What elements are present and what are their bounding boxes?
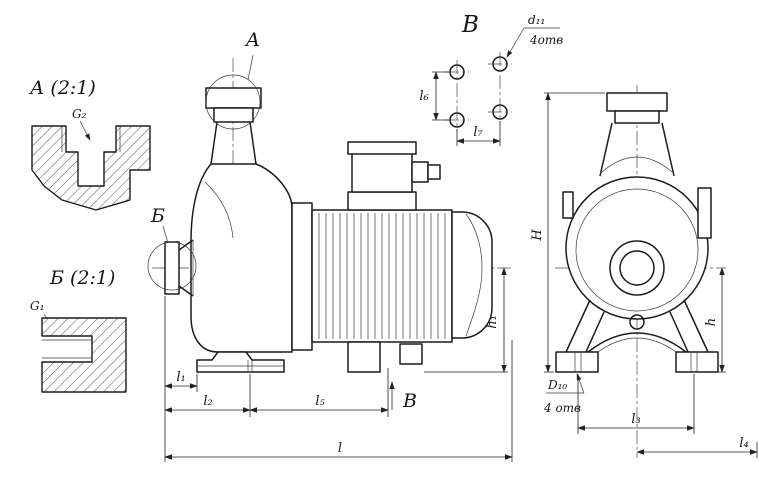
dim-l-label: l xyxy=(338,441,342,456)
dim-h1-label: h₁ xyxy=(485,315,500,329)
dim-l7-label: l₇ xyxy=(473,125,483,140)
detail-a-view: А (2:1) G₂ xyxy=(28,77,151,211)
suction-flange xyxy=(164,241,180,295)
pump-foot xyxy=(196,351,285,373)
view-v-title: В xyxy=(461,12,479,38)
front-side-lug xyxy=(697,187,712,239)
detail-a-thread-lines xyxy=(61,126,121,152)
dim-H-label: H xyxy=(530,229,545,242)
callout-a-label: А xyxy=(244,29,260,51)
callout-a-leader xyxy=(247,54,254,81)
hole-dia-label: d₁₁ xyxy=(528,13,545,27)
callout-b-label: Б xyxy=(150,205,165,227)
detail-a-title: А (2:1) xyxy=(28,77,96,99)
hole-note-leader xyxy=(506,27,525,58)
terminal-box xyxy=(351,151,413,193)
side-view-dimensions: l₁ l₂ l₅ l h₁ В xyxy=(164,267,513,462)
motor-foot xyxy=(347,341,381,373)
foot-bolt-holes xyxy=(574,352,698,372)
suction-eye-outer xyxy=(609,240,665,296)
front-view-dimensions: H h D₁₀ 4 отв l₃ l₄ xyxy=(530,92,758,458)
callout-b-circle xyxy=(147,241,197,291)
callout-b-leader xyxy=(162,225,169,244)
dim-l2-label: l₂ xyxy=(203,394,212,409)
discharge-pipe xyxy=(210,121,257,165)
suction-cone xyxy=(178,239,194,297)
cable-gland xyxy=(411,161,429,183)
front-volute-inner-line xyxy=(575,188,699,312)
suction-eye-inner xyxy=(619,250,655,286)
hole-count-note: 4отв xyxy=(529,33,563,47)
side-view: А Б xyxy=(147,29,512,373)
thread-g2-leader xyxy=(79,120,91,141)
front-discharge-neck xyxy=(614,110,660,124)
dim-l6-label: l₆ xyxy=(419,89,428,104)
volute-casing xyxy=(190,163,293,353)
leg-arch-inner xyxy=(597,337,677,353)
thread-g1-label: G₁ xyxy=(30,299,44,313)
end-cap-contour xyxy=(465,213,483,337)
leg-arch xyxy=(587,332,687,353)
detail-b-title: Б (2:1) xyxy=(49,267,115,289)
detail-b-section xyxy=(41,317,127,393)
l6-extension-lines xyxy=(432,71,450,121)
dim-l5-label: l₅ xyxy=(315,394,325,409)
dim-l1-label: l₁ xyxy=(176,370,185,385)
detail-b-thread-lines xyxy=(42,339,92,359)
extension-lines xyxy=(164,296,513,462)
dim-l4-label: l₄ xyxy=(739,436,748,451)
motor-end-cap xyxy=(451,211,493,339)
detail-b-view: Б (2:1) G₁ xyxy=(30,267,127,393)
view-v: В d₁₁ 4отв l₆ l₇ xyxy=(419,12,563,146)
front-view xyxy=(555,85,726,458)
dim-D10-label: D₁₀ xyxy=(547,378,567,392)
dim-l3-label: l₃ xyxy=(631,412,640,427)
front-side-boss xyxy=(562,191,574,219)
l3-extension-lines xyxy=(577,374,695,434)
discharge-neck xyxy=(213,107,254,123)
discharge-flange xyxy=(205,87,262,109)
foot-bolt-lines xyxy=(247,360,253,372)
front-volute-body xyxy=(565,176,709,320)
front-left-foot xyxy=(555,351,599,373)
dim-h-label: h xyxy=(704,318,719,326)
front-hole-count-note: 4 отв xyxy=(543,401,581,415)
cable-gland-nut xyxy=(427,164,441,180)
volute-contour-line xyxy=(204,181,234,239)
drain-plug xyxy=(399,343,423,365)
view-b-arrow-label: В xyxy=(402,390,417,412)
thread-g2-label: G₂ xyxy=(72,107,87,121)
support-legs xyxy=(565,299,709,353)
front-discharge-flange xyxy=(606,92,668,112)
drain-boss xyxy=(629,314,645,330)
front-dome-line xyxy=(601,156,673,173)
detail-a-section xyxy=(31,125,151,211)
terminal-box-lid xyxy=(347,141,417,155)
callout-a-circle xyxy=(205,74,261,130)
bearing-bracket xyxy=(291,202,313,351)
motor-fins xyxy=(318,213,446,339)
terminal-box-base xyxy=(347,191,417,211)
front-discharge-pipe xyxy=(599,122,675,177)
bolt-hole-centerlines xyxy=(445,52,512,132)
